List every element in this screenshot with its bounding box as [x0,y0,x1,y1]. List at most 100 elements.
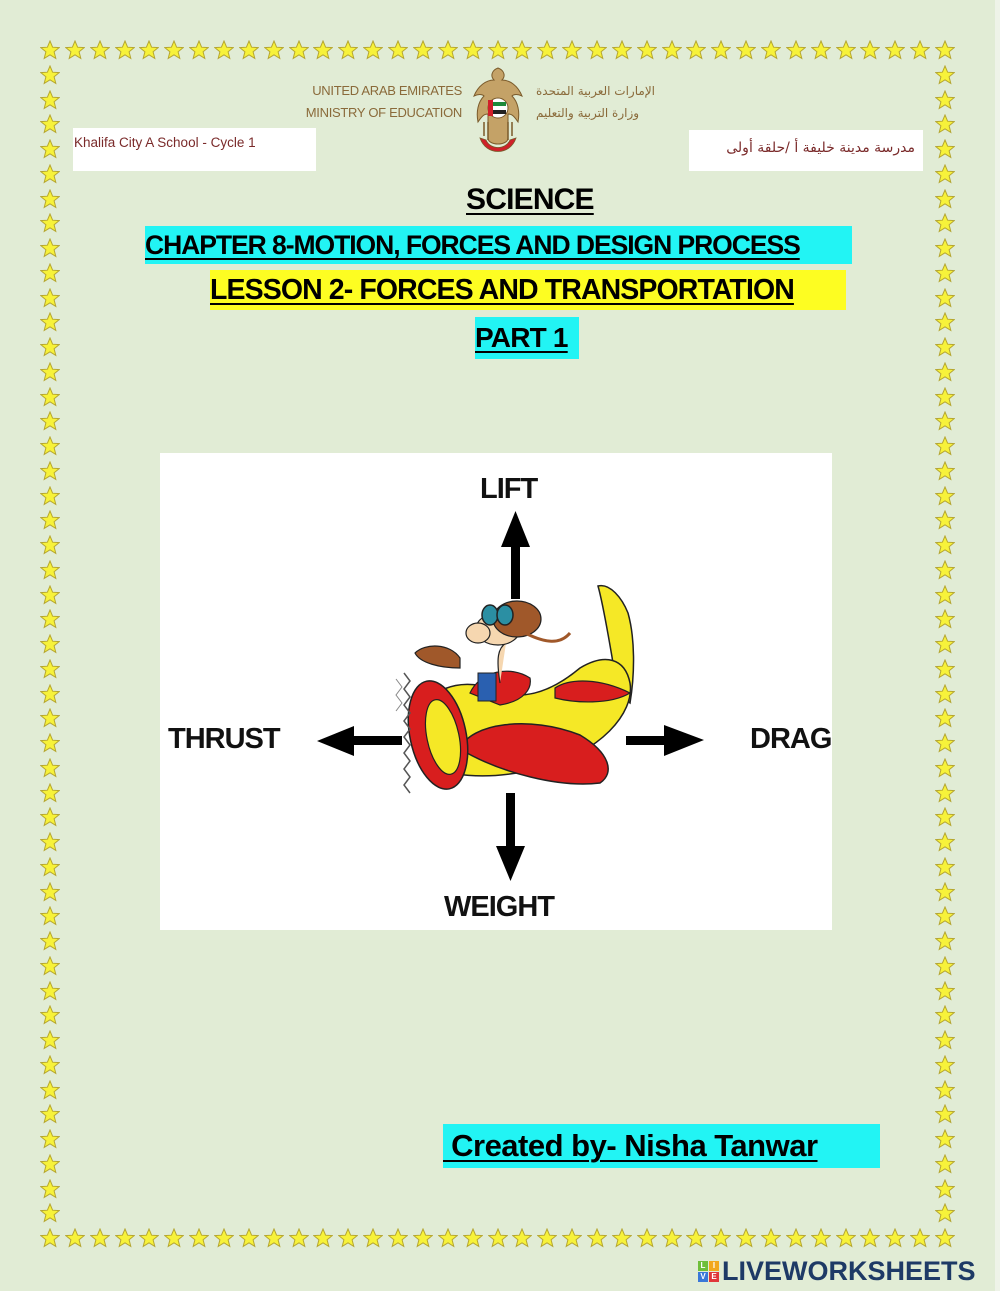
star-icon [40,139,60,159]
star-icon [636,40,657,60]
star-icon [935,931,955,951]
star-icon [40,1005,60,1025]
page-edge [995,0,1000,1291]
star-icon [935,807,955,827]
label-drag: DRAG [750,723,832,755]
ministry-name-ar: وزارة التربية والتعليم [536,106,640,120]
star-icon [935,1228,955,1248]
star-icon [860,1228,881,1248]
star-icon [935,1203,955,1223]
star-icon [412,40,433,60]
star-icon [935,1178,955,1199]
star-icon [935,955,955,976]
star-icon [736,40,757,60]
star-icon [586,40,607,60]
star-icon [487,1228,508,1248]
star-icon [40,262,60,283]
star-icon [935,114,955,134]
star-icon [537,40,558,60]
arrow-down-icon [496,793,525,881]
star-icon [810,40,831,60]
forces-diagram: LIFT THRUST DRAG WEIGHT [160,453,832,930]
star-icon [636,1228,657,1248]
part-title: PART 1 [475,317,579,359]
star-icon [935,1153,955,1174]
star-icon [910,1228,931,1248]
star-icon [313,1228,334,1248]
star-icon [40,361,60,382]
star-icon [40,1203,60,1223]
star-icon [64,40,85,60]
star-icon [935,238,955,258]
star-icon [40,238,60,258]
star-icon [64,1228,85,1248]
star-icon [40,1054,60,1075]
star-icon [686,1228,707,1248]
star-icon [40,757,60,778]
country-name-ar: الإمارات العربية المتحدة [536,84,655,98]
star-icon [40,535,60,555]
star-icon [835,40,856,60]
star-icon [40,460,60,481]
ministry-header-ar: الإمارات العربية المتحدة وزارة التربية و… [536,80,691,124]
creator-credit: Created by- Nisha Tanwar [443,1124,880,1168]
star-icon [412,1228,433,1248]
star-icon [935,1079,955,1100]
star-icon [40,1104,60,1124]
star-icon [40,114,60,134]
star-icon [263,1228,284,1248]
star-icon [935,411,955,431]
star-icon [935,337,955,357]
star-icon [40,733,60,753]
star-icon [711,1228,732,1248]
star-icon [935,1104,955,1124]
star-icon [164,1228,185,1248]
star-icon [114,1228,135,1248]
star-icon [40,312,60,332]
star-icon [40,1030,60,1050]
star-icon [935,980,955,1001]
star-icon [164,40,185,60]
star-icon [935,1030,955,1050]
star-icon [40,163,60,184]
label-weight: WEIGHT [444,891,555,923]
star-icon [935,535,955,555]
country-name-en: UNITED ARAB EMIRATES [312,83,462,98]
star-icon [935,1054,955,1075]
lesson-title: LESSON 2- FORCES AND TRANSPORTATION [210,270,846,310]
star-icon [40,1178,60,1199]
star-icon [89,40,110,60]
star-icon [40,89,60,110]
star-icon [935,1129,955,1149]
star-icon [40,807,60,827]
star-icon [935,609,955,629]
label-thrust: THRUST [168,723,281,755]
star-icon [40,188,60,209]
star-icon [711,40,732,60]
star-icon [40,609,60,629]
star-icon [40,287,60,308]
school-name-en: Khalifa City A School - Cycle 1 [74,135,256,150]
arrow-up-icon [501,511,530,599]
school-name-en-box: Khalifa City A School - Cycle 1 [73,128,316,171]
star-icon [40,386,60,407]
star-icon [40,856,60,877]
star-icon [910,40,931,60]
star-icon [935,89,955,110]
star-icon [189,40,210,60]
star-icon [935,584,955,605]
star-icon [935,510,955,530]
arrow-left-icon [317,726,402,756]
star-icon [935,683,955,704]
star-icon [40,213,60,233]
star-icon [40,1129,60,1149]
star-icon [785,40,806,60]
star-icon [935,832,955,852]
star-icon [935,733,955,753]
star-icon [139,1228,160,1248]
liveworksheets-logo[interactable]: L I V E LIVEWORKSHEETS [698,1256,976,1286]
star-icon [437,40,458,60]
star-icon [189,1228,210,1248]
star-icon [760,1228,781,1248]
